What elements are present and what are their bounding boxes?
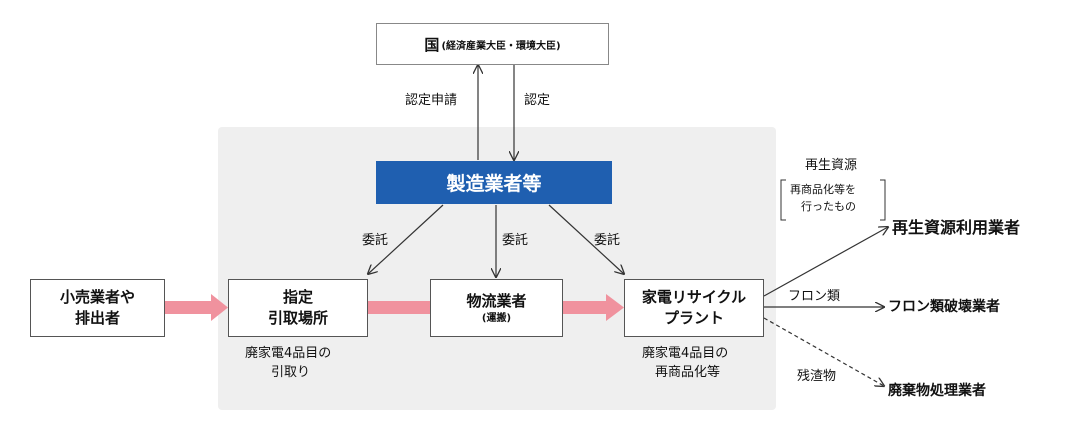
retailers-box: 小売業者や 排出者 [30, 279, 165, 337]
collection-note-1: 廃家電4品目の [245, 346, 332, 361]
flow-bar-site-to-logistics [368, 301, 430, 314]
entrust-left-label: 委託 [362, 233, 389, 248]
manufacturers-box: 製造業者等 [376, 161, 612, 204]
recycled-detail-1: 再商品化等を [790, 183, 856, 196]
collection-note-2: 引取り [271, 365, 311, 380]
recycling-plant-label-2: プラント [663, 309, 724, 327]
collection-site-box: 指定 引取場所 [228, 279, 368, 337]
manufacturers-label: 製造業者等 [446, 173, 542, 195]
collection-site-label-2: 引取場所 [267, 309, 328, 327]
freon-destruction-label: フロン類破壊業者 [888, 299, 1000, 315]
resource-users-label: 再生資源利用業者 [892, 218, 1021, 237]
logistics-box: 物流業者 (運搬) [430, 279, 563, 337]
output-arrow-resources [763, 227, 888, 297]
collection-site-label-1: 指定 [282, 288, 313, 306]
freon-label: フロン類 [788, 289, 841, 304]
certification-label: 認定 [524, 93, 551, 108]
recycling-plant-box: 家電リサイクル プラント [624, 279, 764, 337]
flow-arrow-logistics-to-plant [563, 294, 624, 321]
recycled-resources-label: 再生資源 [805, 158, 858, 173]
cert-application-label: 認定申請 [405, 93, 458, 108]
retailers-label-1: 小売業者や [59, 288, 135, 306]
plant-note-1: 廃家電4品目の [642, 346, 729, 361]
residue-label: 残渣物 [797, 369, 837, 384]
detail-bracket [780, 179, 886, 221]
entrust-arrow-left [368, 204, 444, 274]
recycling-plant-label-1: 家電リサイクル [641, 288, 747, 306]
plant-note-2: 再商品化等 [655, 365, 721, 380]
entrust-right-label: 委託 [594, 233, 621, 248]
government-label: 国 [424, 35, 440, 54]
entrust-middle-label: 委託 [502, 233, 529, 248]
output-arrow-residue [763, 317, 884, 386]
logistics-sub: (運搬) [481, 312, 512, 324]
logistics-label: 物流業者 [466, 291, 527, 310]
government-ministers: (経済産業大臣・環境大臣) [441, 40, 561, 52]
recycled-detail-2: 行ったもの [801, 200, 856, 213]
government-box: 国 (経済産業大臣・環境大臣) [376, 23, 609, 65]
flow-arrow-retailer-to-site [165, 294, 228, 321]
entrust-arrow-right [548, 204, 624, 274]
retailers-label-2: 排出者 [74, 309, 120, 327]
waste-processing-label: 廃棄物処理業者 [888, 383, 986, 399]
